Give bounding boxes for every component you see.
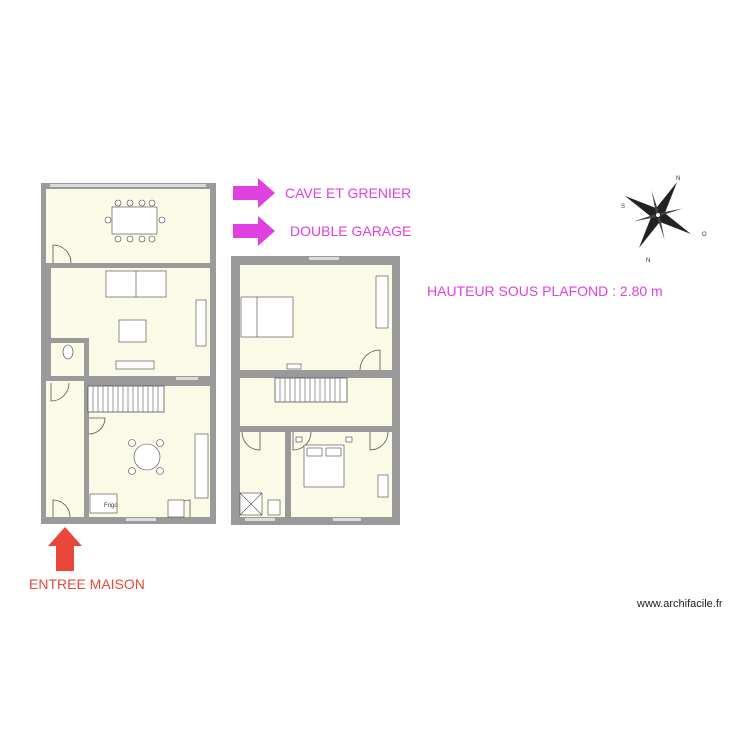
bed [295, 436, 353, 488]
bathroom-items [239, 474, 389, 516]
cave-label: CAVE ET GRENIER [285, 185, 412, 201]
toilet [62, 344, 74, 360]
entrance-label: ENTREE MAISON [29, 576, 145, 592]
compass-s: S [621, 204, 625, 210]
left-building: Frigo [41, 183, 216, 524]
dining-table-top [104, 199, 166, 243]
arrow-cave [233, 178, 275, 208]
arrow-entrance [48, 527, 82, 571]
ceiling-height-label: HAUTEUR SOUS PLAFOND : 2.80 m [427, 283, 663, 299]
compass-n: N [676, 176, 680, 182]
stairs-right [274, 377, 348, 403]
compass-rose [625, 182, 691, 248]
stairs-left [87, 385, 165, 413]
room-hall [46, 381, 84, 517]
living-furniture [105, 270, 207, 370]
compass-n2: N [646, 258, 650, 264]
arrow-garage [233, 216, 275, 246]
right-building [231, 256, 400, 525]
bureau-furniture [240, 275, 389, 370]
fridge-label: Frigo [104, 503, 118, 509]
website-label: www.archifacile.fr [637, 598, 723, 610]
kitchen-counter [89, 433, 209, 518]
garage-label: DOUBLE GARAGE [290, 223, 412, 239]
compass-o: O [702, 232, 707, 238]
doors-left [50, 244, 191, 518]
kitchen-table [128, 439, 164, 475]
